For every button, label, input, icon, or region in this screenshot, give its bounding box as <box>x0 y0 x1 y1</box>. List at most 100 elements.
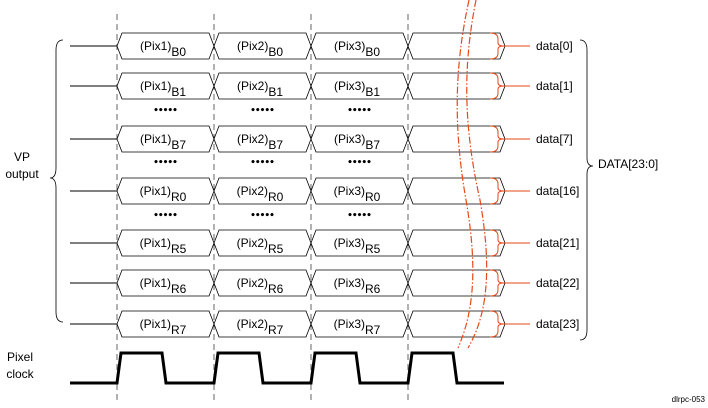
data-eye-waveform <box>116 177 506 205</box>
output-label: output <box>5 167 39 181</box>
data-eye-waveform <box>116 125 506 153</box>
bit-name: B0 <box>365 45 380 59</box>
pixel-name: (Pix1) <box>140 132 171 146</box>
pixel-bit-label: (Pix3)R7 <box>334 317 381 337</box>
bit-name: B0 <box>171 45 186 59</box>
bit-name: R7 <box>171 323 187 337</box>
ellipsis-dots: ••••• <box>153 106 177 116</box>
bit-name: B1 <box>268 85 283 99</box>
ellipsis-dots: ••••• <box>153 158 177 168</box>
pixel-name: (Pix1) <box>140 236 171 250</box>
pixel-bit-label: (Pix2)R0 <box>237 184 284 204</box>
pixel-bit-label: (Pix2)B0 <box>237 39 283 59</box>
bit-name: R7 <box>365 323 381 337</box>
ellipsis-dots: ••••• <box>347 158 371 168</box>
pixel-bit-label: (Pix2)B1 <box>237 79 283 99</box>
data-bit-label: data[21] <box>536 236 579 250</box>
data-eye-waveform <box>116 229 506 257</box>
pixel-name: (Pix1) <box>140 184 171 198</box>
pixel-bit-label: (Pix3)B0 <box>334 39 380 59</box>
data-bit-label: data[1] <box>536 79 573 93</box>
bit-brace <box>489 229 530 257</box>
pixel-label: Pixel <box>7 350 33 364</box>
bit-name: R6 <box>171 282 187 296</box>
pixel-bit-label: (Pix3)R0 <box>334 184 381 204</box>
pixel-name: (Pix2) <box>237 79 268 93</box>
pixel-bit-label: (Pix3)B1 <box>334 79 380 99</box>
pixel-bit-label: (Pix3)R5 <box>334 236 381 256</box>
bit-name: R0 <box>365 190 381 204</box>
data-bus-label: DATA[23:0] <box>598 157 658 171</box>
pixel-bit-label: (Pix1)B7 <box>140 132 186 152</box>
pixel-name: (Pix1) <box>140 79 171 93</box>
vp-output-brace <box>49 39 64 323</box>
pixel-bit-label: (Pix1)R0 <box>140 184 187 204</box>
pixel-bit-label: (Pix1)R5 <box>140 236 187 256</box>
data-bit-label: data[16] <box>536 184 579 198</box>
pixel-bit-label: (Pix2)B7 <box>237 132 283 152</box>
pixel-name: (Pix3) <box>334 132 365 146</box>
bit-braces <box>489 32 530 338</box>
pixel-bit-label: (Pix1)R7 <box>140 317 187 337</box>
pixel-bit-label: (Pix3)R6 <box>334 276 381 296</box>
ellipsis-dots: ••••• <box>153 211 177 221</box>
data-bit-label: data[22] <box>536 276 579 290</box>
data-eye-waveform <box>116 269 506 297</box>
bit-name: R6 <box>365 282 381 296</box>
pixel-bit-label: (Pix1)B1 <box>140 79 186 99</box>
bit-name: B0 <box>268 45 283 59</box>
bit-name: B7 <box>171 138 186 152</box>
pixel-name: (Pix2) <box>237 39 268 53</box>
data-bit-label: data[7] <box>536 132 573 146</box>
bit-name: B1 <box>365 85 380 99</box>
ellipsis-dots: ••••• <box>347 106 371 116</box>
break-marks <box>456 0 488 349</box>
pixel-bit-label: (Pix2)R6 <box>237 276 284 296</box>
break-line-left <box>456 0 474 349</box>
data-bit-label: data[23] <box>536 317 579 331</box>
bit-brace <box>489 72 530 100</box>
pixel-name: (Pix3) <box>334 79 365 93</box>
ellipsis-dots: ••••• <box>250 211 274 221</box>
pixel-bit-label: (Pix2)R5 <box>237 236 284 256</box>
bit-name: R0 <box>171 190 187 204</box>
bit-name: R5 <box>171 242 187 256</box>
bit-name: R7 <box>268 323 284 337</box>
pixel-name: (Pix3) <box>334 184 365 198</box>
pixel-name: (Pix3) <box>334 276 365 290</box>
data-eye-waveform <box>116 72 506 100</box>
pixel-name: (Pix2) <box>237 236 268 250</box>
vp-label: VP <box>14 150 30 164</box>
data-eye-waveform <box>116 32 506 60</box>
data-eye-waveform <box>116 310 506 338</box>
pixel-bit-label: (Pix1)R6 <box>140 276 187 296</box>
cycle-boundary-lines <box>116 14 409 400</box>
break-line-right <box>466 0 488 349</box>
pixel-name: (Pix1) <box>140 276 171 290</box>
pixel-name: (Pix1) <box>140 317 171 331</box>
bit-name: R5 <box>268 242 284 256</box>
data-bus-brace <box>579 39 594 341</box>
pixel-name: (Pix2) <box>237 132 268 146</box>
pixel-bit-label: (Pix3)B7 <box>334 132 380 152</box>
data-bit-label: data[0] <box>536 39 573 53</box>
pixel-name: (Pix3) <box>334 317 365 331</box>
pixel-name: (Pix3) <box>334 236 365 250</box>
bit-brace <box>489 177 530 205</box>
pixel-name: (Pix2) <box>237 276 268 290</box>
pixel-name: (Pix2) <box>237 184 268 198</box>
ellipsis-dots: ••••• <box>250 106 274 116</box>
bit-brace <box>489 32 530 60</box>
ellipsis-dots: ••••• <box>347 211 371 221</box>
clock-label: clock <box>6 367 34 381</box>
bit-brace <box>489 269 530 297</box>
ellipsis-dots: ••••• <box>250 158 274 168</box>
pixel-bit-label: (Pix2)R7 <box>237 317 284 337</box>
